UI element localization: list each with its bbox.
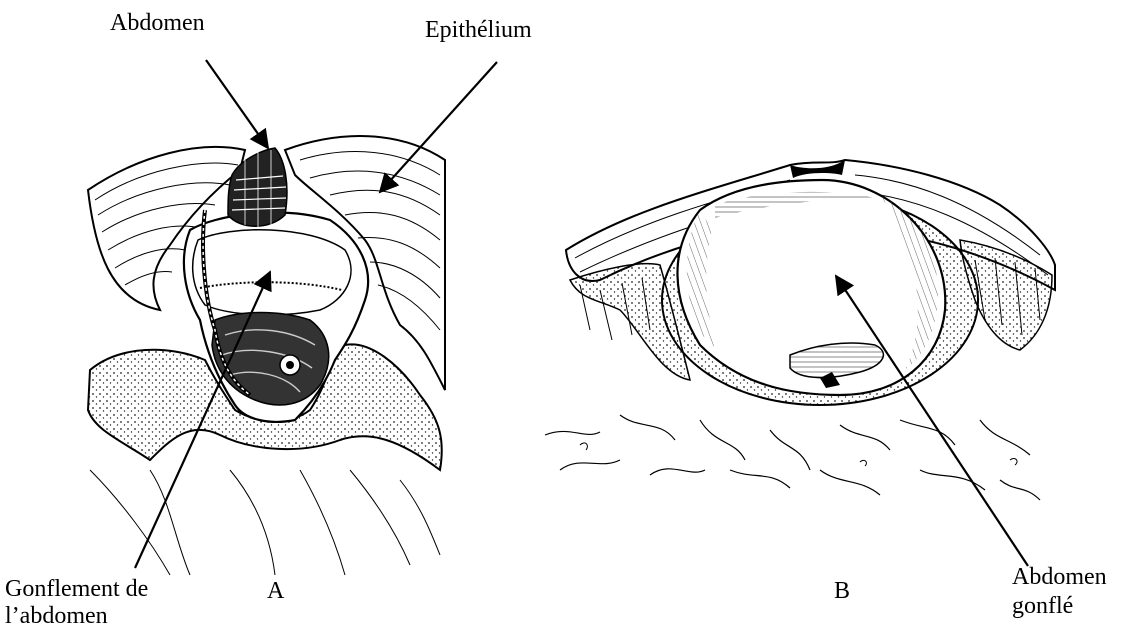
panel-a-illustration xyxy=(88,136,445,575)
label-epithelium: Epithélium xyxy=(425,17,532,44)
label-abdomen: Abdomen xyxy=(110,10,205,37)
panel-a-label: A xyxy=(267,578,284,605)
panel-b-illustration xyxy=(545,160,1055,500)
label-abdomen-gonfle-line1: Abdomen xyxy=(1012,564,1107,591)
arrow-abdomen xyxy=(206,60,268,148)
panel-b-label: B xyxy=(834,578,850,605)
label-abdomen-gonfle-line2: gonflé xyxy=(1012,593,1073,620)
label-gonflement-line1: Gonflement de xyxy=(5,576,148,603)
label-gonflement-line2: l’abdomen xyxy=(5,603,108,630)
